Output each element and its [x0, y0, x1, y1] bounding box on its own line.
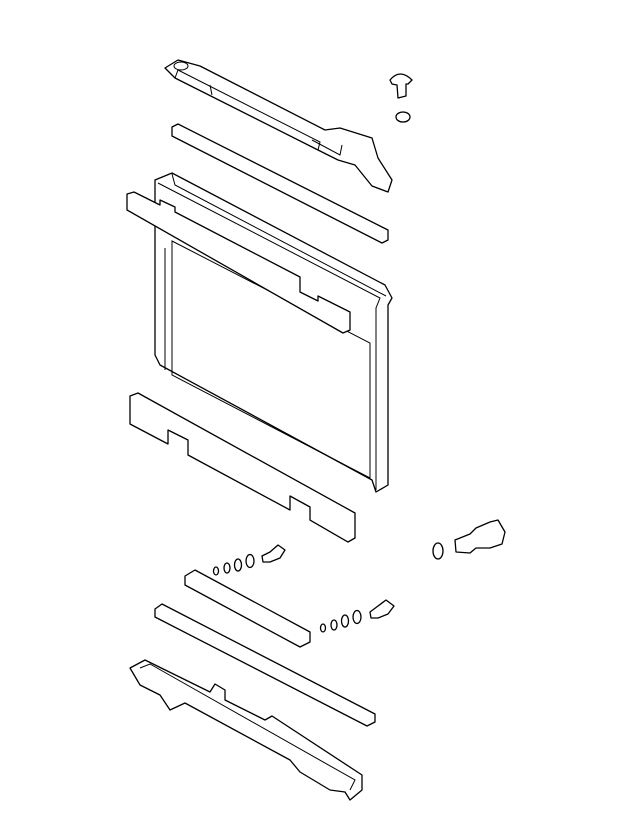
upper-side-seal [126, 191, 351, 334]
upper-seal-strip [171, 123, 389, 244]
lower-radiator-support [129, 659, 363, 801]
lower-seal-strip [154, 603, 376, 727]
cap-gasket [395, 111, 411, 123]
lower-tank-bar [184, 569, 311, 648]
o-rings-lower [319, 599, 395, 633]
o-rings-upper [212, 544, 286, 576]
lower-side-seal [129, 392, 356, 543]
upper-radiator-support [164, 59, 393, 193]
radiator-cap [389, 73, 413, 99]
drain-cock [432, 519, 506, 560]
